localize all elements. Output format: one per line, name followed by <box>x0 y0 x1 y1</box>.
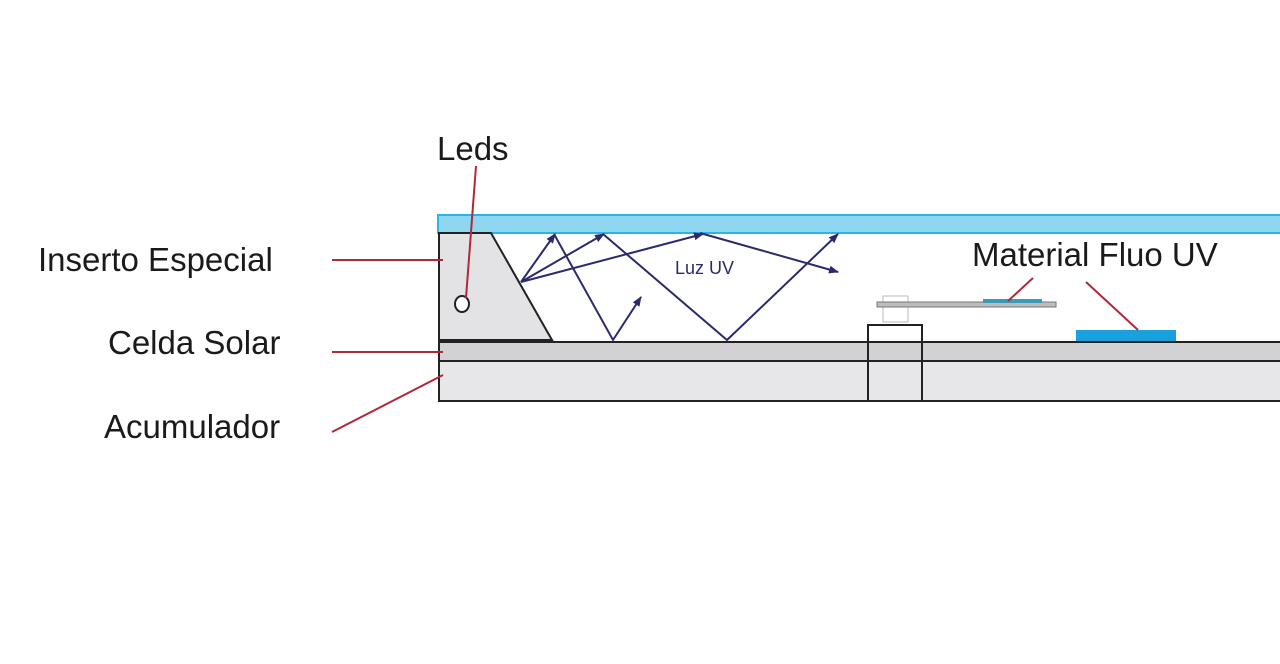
fluo-material-small <box>983 299 1042 303</box>
label-leds: Leds <box>437 130 509 167</box>
special-insert <box>438 232 554 341</box>
solar-cell <box>438 341 1280 362</box>
led <box>454 295 470 313</box>
label-inserto-especial: Inserto Especial <box>38 241 273 278</box>
uv-rays <box>520 232 839 342</box>
label-celda-solar: Celda Solar <box>108 324 280 361</box>
glass-cover <box>437 214 1280 234</box>
label-acumulador: Acumulador <box>104 408 280 445</box>
label-material-fluo-uv: Material Fluo UV <box>972 236 1218 273</box>
support-plate <box>876 301 1057 308</box>
battery <box>438 360 1280 402</box>
post-cap <box>882 295 909 323</box>
label-luz-uv: Luz UV <box>675 258 734 278</box>
leader-lines <box>331 165 1139 433</box>
fluo-material-block <box>1076 330 1176 341</box>
support-post <box>867 324 923 402</box>
